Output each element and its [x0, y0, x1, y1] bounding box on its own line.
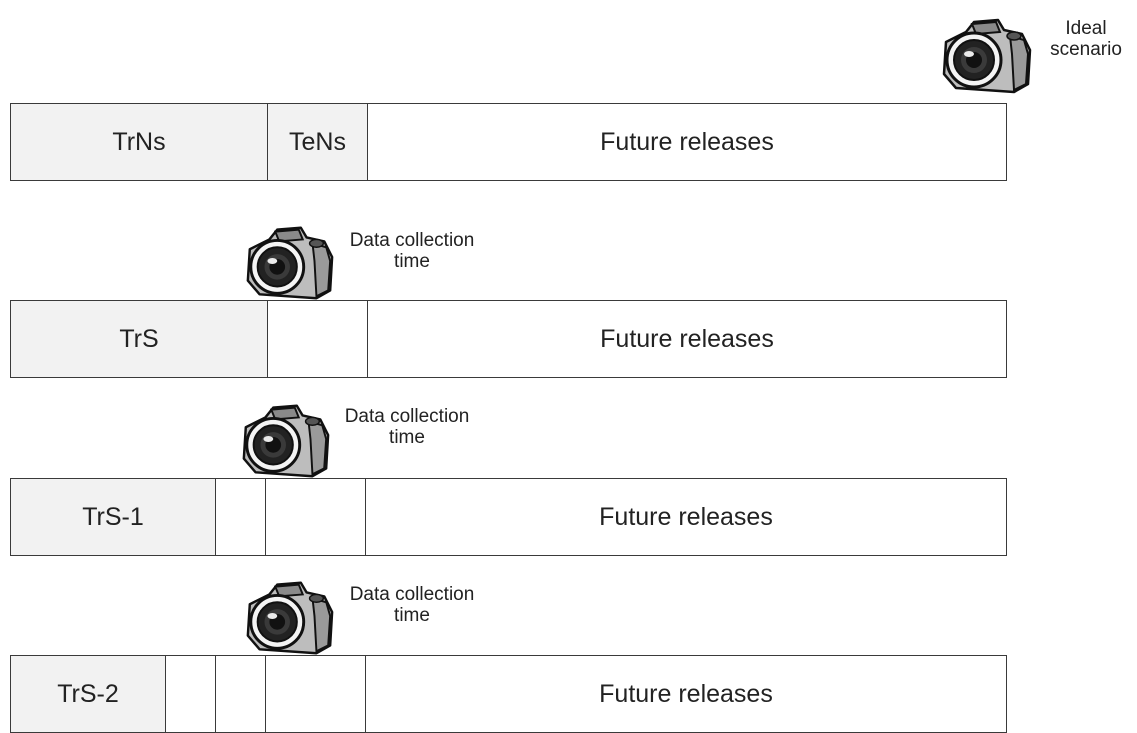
- caption-line: Ideal: [1065, 18, 1107, 39]
- empty-segment: [265, 478, 366, 556]
- future-releases-segment: Future releases: [367, 300, 1007, 378]
- caption-line: time: [394, 605, 430, 626]
- segment-label: Future releases: [599, 502, 773, 531]
- ideal-scenario-caption: Ideal scenario: [1036, 18, 1136, 60]
- caption-line: Data collection: [349, 584, 475, 605]
- segment-label: TrNs: [112, 127, 166, 156]
- training-segment: TrS-1: [10, 478, 216, 556]
- caption-line: scenario: [1050, 39, 1122, 60]
- segment-label: TrS: [119, 324, 159, 353]
- future-releases-segment: Future releases: [365, 655, 1007, 733]
- empty-segment: [165, 655, 216, 733]
- segment-label: TeNs: [289, 127, 346, 156]
- segment-label: TrS-2: [57, 679, 119, 708]
- data-collection-caption: Data collection time: [332, 230, 492, 272]
- future-releases-segment: Future releases: [365, 478, 1007, 556]
- caption-line: Data collection: [349, 230, 475, 251]
- empty-segment: [215, 478, 266, 556]
- segment-label: TrS-1: [82, 502, 144, 531]
- data-collection-caption: Data collection time: [332, 584, 492, 626]
- training-segment: TrNs: [10, 103, 268, 181]
- training-segment: TrS-2: [10, 655, 166, 733]
- segment-label: Future releases: [599, 679, 773, 708]
- segment-label: Future releases: [600, 324, 774, 353]
- empty-segment: [267, 300, 368, 378]
- caption-line: time: [389, 427, 425, 448]
- training-segment: TrS: [10, 300, 268, 378]
- camera-icon: [240, 218, 338, 304]
- caption-line: Data collection: [344, 406, 470, 427]
- empty-segment: [265, 655, 366, 733]
- camera-icon: [240, 573, 338, 659]
- testing-segment: TeNs: [267, 103, 368, 181]
- empty-segment: [215, 655, 266, 733]
- future-releases-segment: Future releases: [367, 103, 1007, 181]
- data-collection-caption: Data collection time: [327, 406, 487, 448]
- camera-icon: [936, 8, 1036, 100]
- segment-label: Future releases: [600, 127, 774, 156]
- camera-icon: [236, 396, 334, 482]
- caption-line: time: [394, 251, 430, 272]
